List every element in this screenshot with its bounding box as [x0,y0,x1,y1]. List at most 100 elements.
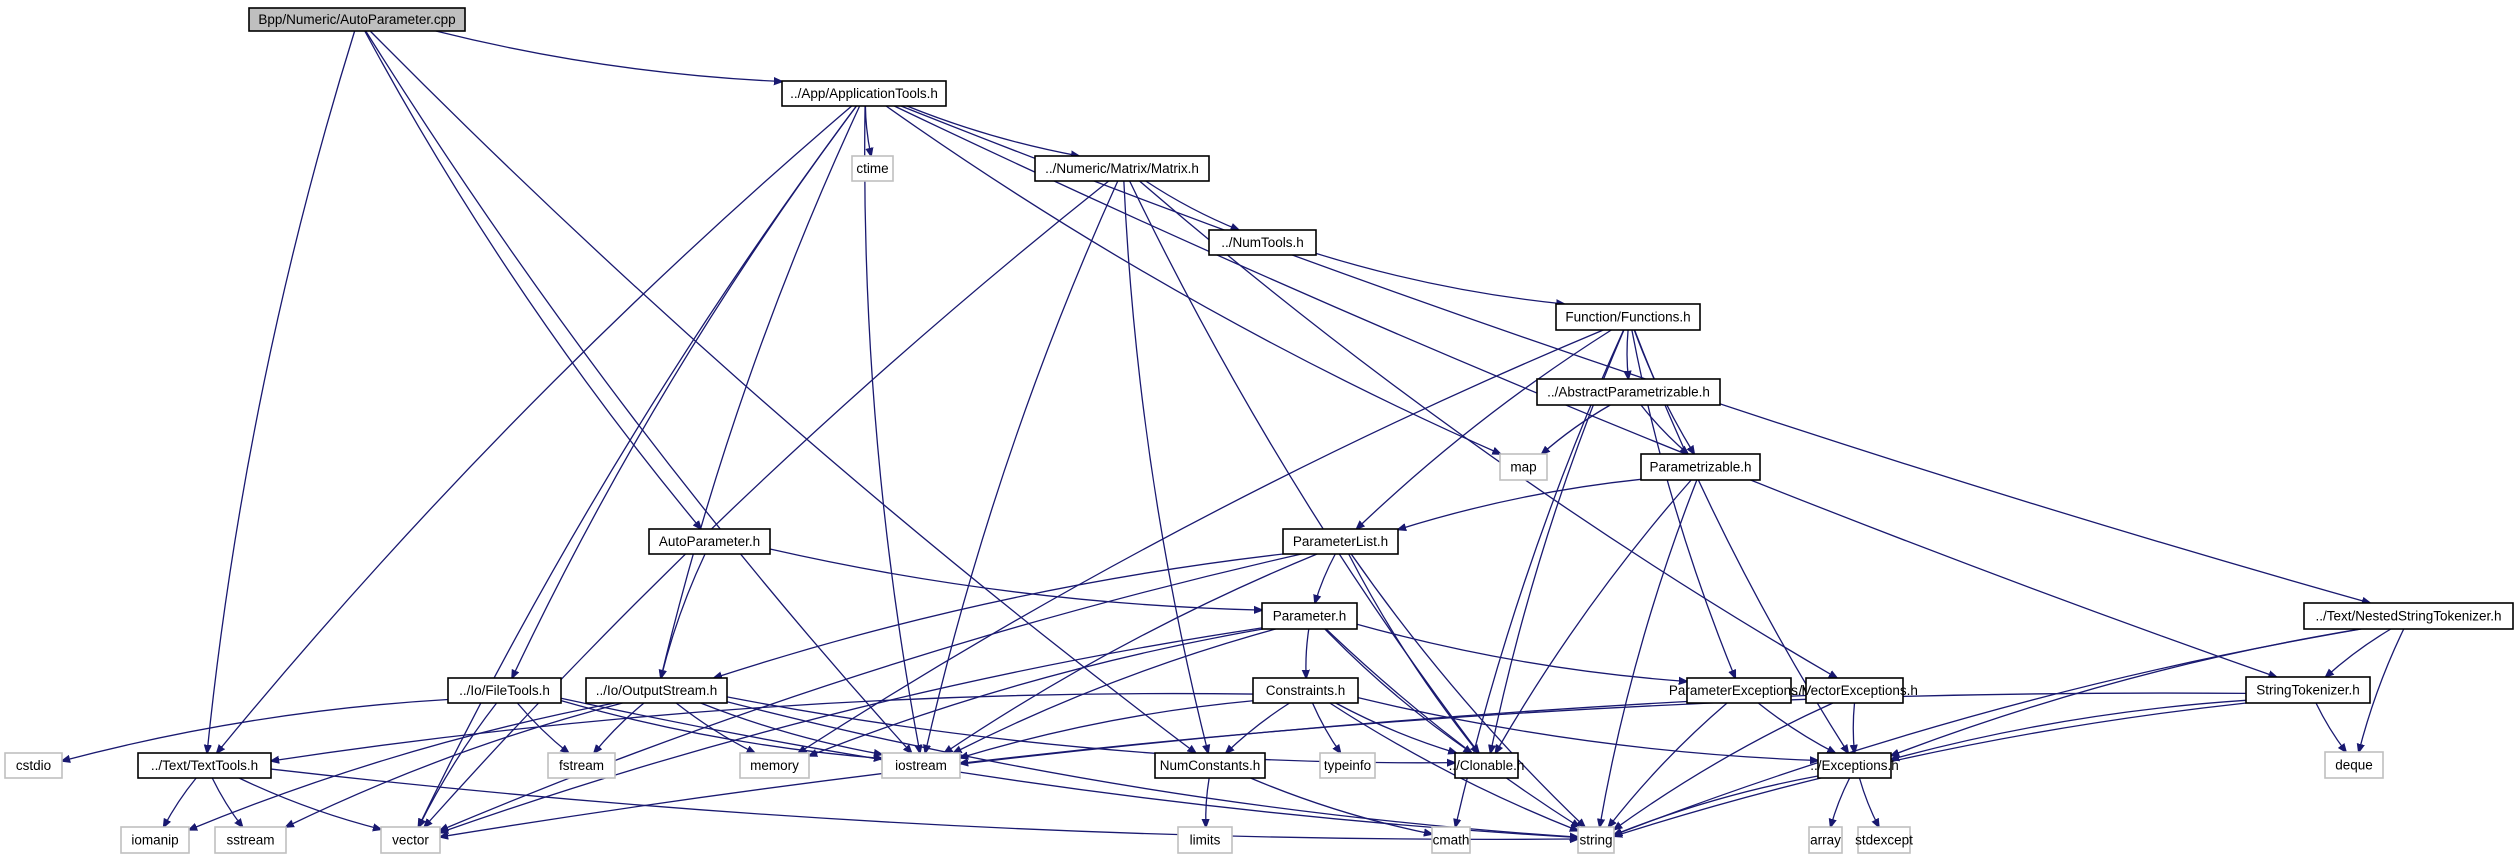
node-box [851,155,894,182]
edge-strtok-to-exceptions [1891,699,2247,759]
edge-param-to-iostream [953,628,1276,753]
node-paramlist[interactable]: ParameterList.h [1282,528,1399,555]
edge-functions-to-paramlist [1357,329,1612,529]
node-nested[interactable]: ../Text/NestedStringTokenizer.h [2303,602,2514,630]
edge-apptools-to-strtok [893,105,2276,677]
node-label: ParameterList.h [1293,534,1388,549]
node-label: ../Clonable.h [1449,758,1525,773]
edge-parametrizable-to-clonable [1495,479,1692,753]
node-strtok[interactable]: StringTokenizer.h [2245,676,2371,704]
edge-vecexc-to-vector [440,694,1807,837]
node-box [739,752,810,779]
edge-constraints-to-exceptions [1357,697,1818,761]
node-label: ../App/ApplicationTools.h [790,86,938,101]
node-box [1805,677,1904,704]
edge-exceptions-to-string [1614,775,1819,835]
edge-apptools-to-texttools [217,105,853,753]
node-box [248,7,466,32]
edge-functions-to-memory [798,329,1604,753]
edge-constraints-to-typeinfo [1311,702,1341,753]
edge-constraints-to-texttools [271,692,1254,761]
edge-cpp-to-iostream [365,30,912,753]
node-label: StringTokenizer.h [2256,683,2360,698]
node-label: ../VectorExceptions.h [1791,683,1918,698]
node-label: sstream [226,833,274,848]
edge-param-to-memory [809,628,1264,756]
node-paramexc[interactable]: ParameterExceptions.h [1669,677,1809,704]
node-box [1319,752,1376,779]
node-box [1857,826,1911,854]
node-numconst[interactable]: NumConstants.h [1154,752,1266,779]
node-array: array [1808,826,1843,854]
node-label: ../Text/NestedStringTokenizer.h [2315,609,2501,624]
node-clonable[interactable]: ../Clonable.h [1449,752,1525,779]
node-label: array [1810,833,1841,848]
node-label: ../AbstractParametrizable.h [1547,385,1710,400]
node-box [585,677,728,704]
edge-cpp-to-texttools [207,30,356,753]
node-sstream: sstream [214,826,287,854]
edge-matrix-to-iostream [925,180,1119,753]
node-label: Bpp/Numeric/AutoParameter.cpp [258,12,455,27]
edge-abstractp-to-parametrizable [1640,404,1688,454]
node-apptools[interactable]: ../App/ApplicationTools.h [781,80,947,107]
node-label: ../Io/FileTools.h [459,683,550,698]
node-box [1261,602,1358,630]
edge-paramlist-to-iostream [944,553,1318,753]
node-autoparamh[interactable]: AutoParameter.h [648,528,771,555]
node-param[interactable]: Parameter.h [1261,602,1358,630]
edge-outstream-to-memory [675,702,755,753]
node-parametrizable[interactable]: Parametrizable.h [1640,453,1761,481]
node-label: iostream [895,758,947,773]
node-cmath: cmath [1431,826,1471,854]
node-label: limits [1190,833,1221,848]
node-label: Parametrizable.h [1649,460,1751,475]
node-numtools[interactable]: ../NumTools.h [1208,229,1317,256]
node-label: ../Text/TextTools.h [151,758,258,773]
edge-matrix-to-vecexc [1139,180,1837,678]
edge-paramlist-to-param [1315,553,1336,603]
node-abstractp[interactable]: ../AbstractParametrizable.h [1536,378,1721,406]
node-cstdio: cstdio [4,752,63,779]
edge-filetools-to-cstdio [62,698,449,760]
edge-cpp-to-apptools [435,30,782,82]
node-memory: memory [739,752,810,779]
node-filetools[interactable]: ../Io/FileTools.h [447,677,562,704]
node-box [447,677,562,704]
node-label: string [1579,833,1612,848]
edge-vecexc-to-exceptions [1853,702,1854,753]
node-box [781,80,947,107]
node-box [137,752,272,779]
edge-autoparamh-to-param [769,548,1262,610]
node-vecexc[interactable]: ../VectorExceptions.h [1791,677,1918,704]
edge-parametrizable-to-string [1600,479,1698,827]
node-label: vector [392,833,429,848]
node-outstream[interactable]: ../Io/OutputStream.h [585,677,728,704]
node-box [1208,229,1317,256]
node-functions[interactable]: Function/Functions.h [1555,303,1701,331]
node-vector: vector [380,826,441,854]
edge-matrix-to-numtools [1145,180,1239,230]
node-box [1555,303,1701,331]
node-cpp[interactable]: Bpp/Numeric/AutoParameter.cpp [248,7,466,32]
node-matrix[interactable]: ../Numeric/Matrix/Matrix.h [1034,155,1210,182]
node-exceptions[interactable]: ../Exceptions.h [1810,752,1899,779]
node-constraints[interactable]: Constraints.h [1252,677,1359,704]
edge-paramexc-to-string [1608,702,1728,827]
edge-exceptions-to-array [1831,777,1851,827]
node-label: ../Numeric/Matrix/Matrix.h [1045,161,1199,176]
edge-functions-to-abstractp [1627,329,1628,379]
node-iostream: iostream [881,752,961,779]
node-box [1454,752,1519,779]
edge-matrix-to-vector [424,180,1110,827]
edge-constraints-to-iostream [960,700,1254,758]
node-ctime: ctime [851,155,894,182]
node-box [1640,453,1761,481]
edge-abstractp-to-map [1542,404,1611,454]
edge-nested-to-strtok [2326,628,2392,677]
node-box [881,752,961,779]
edge-paramlist-to-vector [440,553,1302,831]
node-label: iomanip [131,833,178,848]
node-texttools[interactable]: ../Text/TextTools.h [137,752,272,779]
